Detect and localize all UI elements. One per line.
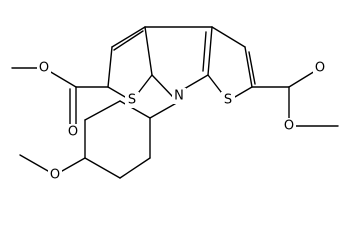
atom-label-layer: S S N O O O O O bbox=[37, 60, 327, 183]
bond bbox=[107, 46, 113, 88]
bond bbox=[111, 26, 146, 48]
atom-label: S bbox=[128, 93, 136, 108]
bond bbox=[119, 157, 151, 179]
oxygen-atom-left-carbonyl: O bbox=[66, 124, 80, 140]
atom-label: O bbox=[284, 119, 294, 134]
bond bbox=[144, 26, 153, 76]
sulfur-atom-left: S bbox=[125, 92, 139, 108]
bond bbox=[84, 100, 121, 121]
oxygen-atom-right-ester: O bbox=[282, 118, 296, 134]
nitrogen-atom: N bbox=[172, 88, 186, 104]
bond bbox=[202, 31, 207, 72]
atom-label: O bbox=[50, 168, 60, 183]
bond bbox=[248, 51, 256, 85]
atom-label: N bbox=[174, 89, 184, 104]
oxygen-atom-right-carbonyl: O bbox=[313, 60, 327, 76]
bond bbox=[151, 74, 173, 97]
bond bbox=[84, 157, 121, 179]
atom-label: O bbox=[39, 61, 49, 76]
atom-label: O bbox=[68, 125, 78, 140]
bond bbox=[113, 30, 144, 51]
oxygen-atom-left-ester: O bbox=[37, 60, 51, 76]
sulfur-atom-right: S bbox=[221, 92, 235, 108]
atom-label: S bbox=[224, 93, 232, 108]
atom-label: O bbox=[315, 61, 325, 76]
bond bbox=[244, 46, 253, 88]
bond bbox=[207, 26, 213, 76]
bond bbox=[211, 26, 246, 48]
structure-diagram: S S N O O O O O bbox=[11, 26, 339, 183]
oxygen-atom-methoxy: O bbox=[48, 167, 62, 183]
